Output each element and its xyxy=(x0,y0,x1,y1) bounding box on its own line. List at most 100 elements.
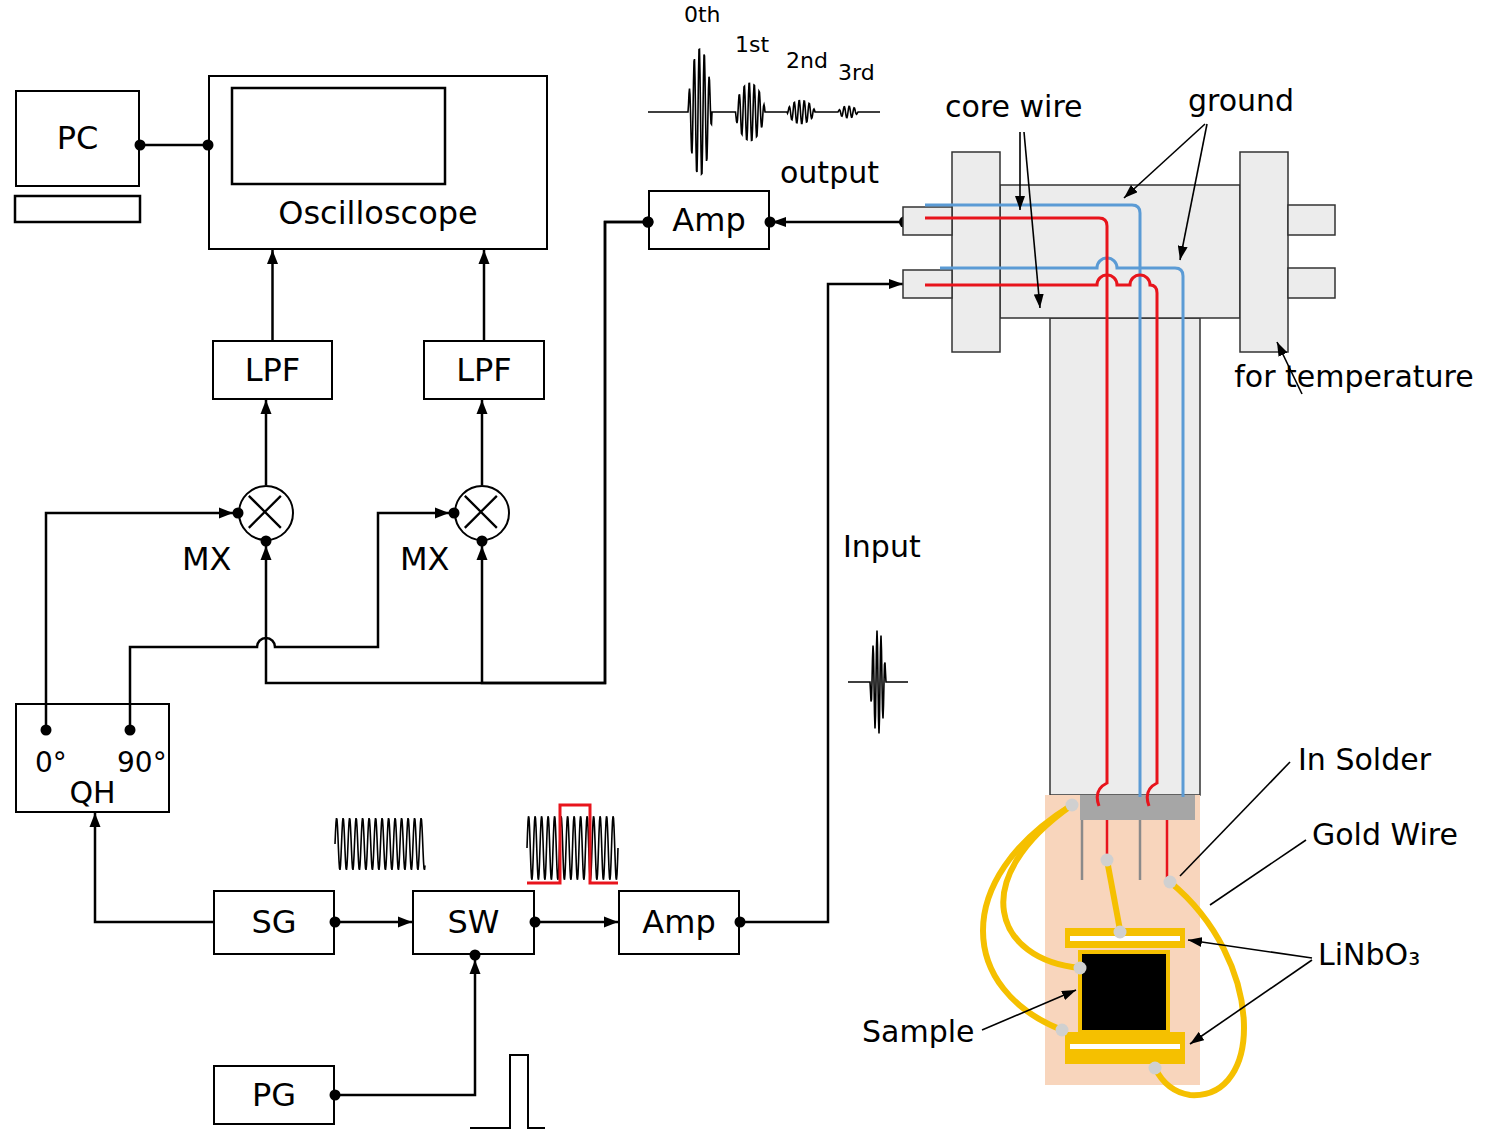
connector-line xyxy=(266,222,648,683)
probe-connector xyxy=(1288,205,1335,235)
connector xyxy=(261,217,654,684)
connector-dot xyxy=(135,140,146,151)
annotation-label: Input xyxy=(843,530,921,565)
arrow-head xyxy=(90,813,101,827)
gold-wire xyxy=(983,805,1072,1030)
core-pin xyxy=(1107,820,1167,880)
low-pass-filter-box: LPF xyxy=(423,340,545,400)
arrow-head xyxy=(267,250,278,264)
connector xyxy=(330,917,413,928)
solder-dot xyxy=(1056,799,1177,1075)
node-text: PG xyxy=(252,1077,296,1114)
arrow-head xyxy=(477,400,488,414)
amplifier-box: Amp xyxy=(648,190,770,250)
connector xyxy=(330,950,481,1101)
transducer xyxy=(1065,1032,1185,1064)
node-text: MX xyxy=(400,541,450,578)
connector xyxy=(530,917,619,928)
solder-dot xyxy=(1074,962,1087,975)
node-text: PC xyxy=(57,120,99,157)
probe-connector xyxy=(903,207,952,235)
annotation-label: output xyxy=(780,156,879,191)
connector xyxy=(267,250,278,340)
connector-dot xyxy=(330,917,341,928)
annotation-label: LiNbO₃ xyxy=(1318,938,1420,973)
mixer-cross xyxy=(249,496,281,528)
connector xyxy=(477,217,654,684)
core-wire xyxy=(925,275,1157,806)
output-wire xyxy=(772,221,905,224)
connector xyxy=(261,400,272,485)
annotation-label: core wire xyxy=(945,90,1083,125)
oscilloscope-box: Oscilloscope xyxy=(208,75,548,250)
amplifier-box: Amp xyxy=(618,890,740,955)
node-text: 90° xyxy=(117,747,167,779)
quadrature-hybrid-box: 0° 90°QH xyxy=(15,703,170,813)
leader-line xyxy=(1180,762,1290,876)
leader-line xyxy=(982,990,1076,1030)
connector xyxy=(125,508,460,736)
connector xyxy=(135,140,214,151)
leader-line xyxy=(1180,124,1207,260)
connector xyxy=(477,400,488,485)
trigger-pulse xyxy=(470,1055,545,1128)
switch-box: SW xyxy=(412,890,535,955)
node-text: SG xyxy=(251,904,296,941)
annotation-label: 3rd xyxy=(838,60,875,85)
leader-line xyxy=(1190,960,1312,1044)
solder-dot xyxy=(1101,854,1114,867)
arrow-head xyxy=(470,960,481,974)
node-text: SW xyxy=(448,904,500,941)
annotation-label: for temperature xyxy=(1232,360,1476,395)
transducer-crystal xyxy=(1070,1044,1180,1049)
leader-line xyxy=(1019,132,1021,210)
node-text: LPF xyxy=(245,352,301,389)
arrow-head xyxy=(219,508,233,519)
solder-dot xyxy=(1164,876,1177,889)
sample xyxy=(1080,952,1168,1032)
arrow-head xyxy=(479,250,490,264)
connector-dot xyxy=(125,725,136,736)
connector-line xyxy=(130,513,454,730)
connector-dot xyxy=(41,725,52,736)
connector-line xyxy=(46,513,238,730)
arrow-head xyxy=(261,400,272,414)
connector xyxy=(41,508,244,736)
node-text: LPF xyxy=(456,352,512,389)
mixer-cross xyxy=(465,496,497,528)
probe-tube xyxy=(1050,318,1200,795)
node-text: 0° xyxy=(35,747,67,779)
connector-dot xyxy=(530,917,541,928)
gated-waveform xyxy=(527,816,618,880)
ground-wire xyxy=(940,258,1183,797)
connector xyxy=(90,813,214,922)
leader-lines xyxy=(982,124,1312,1044)
transducer-crystal xyxy=(1070,936,1180,941)
annotation-label: 1st xyxy=(735,32,769,57)
input-wire xyxy=(740,284,903,922)
connector-dot xyxy=(261,536,272,547)
mixer-circle: MX xyxy=(238,485,294,541)
gold-wire xyxy=(1107,860,1120,930)
node-text: Oscilloscope xyxy=(278,195,478,232)
leader-line xyxy=(1024,132,1040,308)
probe-connector xyxy=(1288,268,1335,298)
solder-dot xyxy=(1066,799,1079,812)
connector-line xyxy=(95,813,213,922)
wire-dot xyxy=(765,217,776,228)
pulse-generator-box: PG xyxy=(213,1065,335,1125)
wire-dot xyxy=(735,917,746,928)
connector-dot xyxy=(330,1090,341,1101)
low-pass-filter-box: LPF xyxy=(212,340,333,400)
solder-dot xyxy=(1056,1024,1069,1037)
arrow-head xyxy=(477,546,488,560)
leader-line xyxy=(1188,940,1312,958)
node-text: MX xyxy=(182,541,232,578)
node-text: Amp xyxy=(672,202,745,239)
connector-line xyxy=(335,955,475,1095)
annotation-label: ground xyxy=(1188,84,1294,119)
node-text: QH xyxy=(17,776,168,811)
connector-dot xyxy=(477,536,488,547)
arrow-head xyxy=(435,508,449,519)
